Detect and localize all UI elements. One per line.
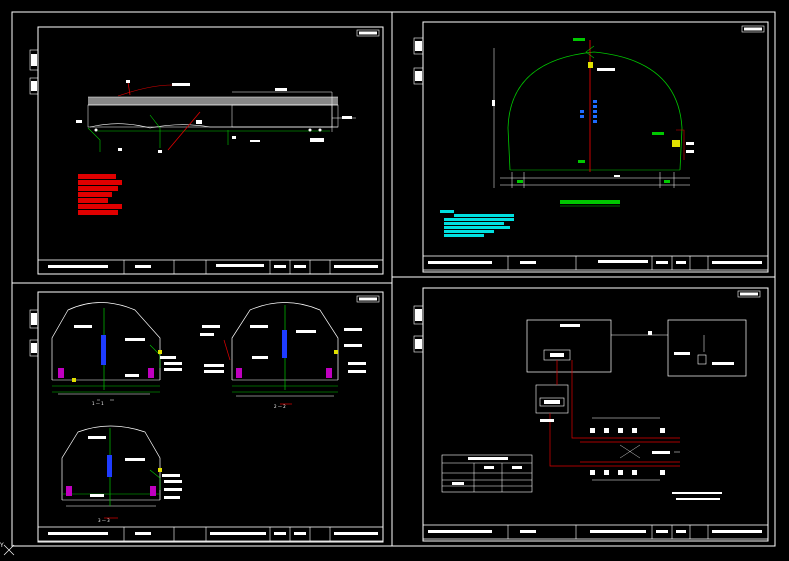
side-strip [29,49,39,95]
section-label-3: 3 — 3 [98,518,110,523]
notes [672,492,722,500]
equipment-table [441,454,533,493]
side-strip [413,305,424,353]
title-block [422,255,769,271]
system-block-diagram [526,319,747,481]
side-strip [413,37,424,85]
sheet-border [422,21,769,273]
ucs-origin-marker: Y [0,542,15,556]
section-3-3: 3 — 3 [61,425,182,523]
corner-tag [356,295,380,303]
section-2-2: 2 — 2 [200,302,366,409]
title-block [37,259,384,275]
sheet-top-right[interactable] [413,21,769,273]
section-1-1: 1 — 1 [51,302,182,406]
title-block [37,526,384,542]
viewport-dividers [11,11,776,547]
section-label-1: 1 — 1 [92,401,104,406]
red-legend-block [78,174,122,215]
corner-tag [741,25,765,33]
side-strip [29,309,39,357]
longitudinal-section [76,80,356,153]
sheet-border [37,291,384,543]
tunnel-cross-section [492,38,694,207]
sheet-bottom-left[interactable]: 1 — 1 2 — 2 [29,291,384,543]
cyan-legend-block [440,210,514,237]
corner-tag [737,290,761,298]
sheet-top-left[interactable] [29,26,384,275]
corner-tag [356,29,380,37]
sheet-bottom-right[interactable] [413,287,769,542]
section-label-2: 2 — 2 [274,404,286,409]
sheet-border [422,287,769,542]
ucs-label: Y [0,542,4,549]
title-block [422,524,769,540]
